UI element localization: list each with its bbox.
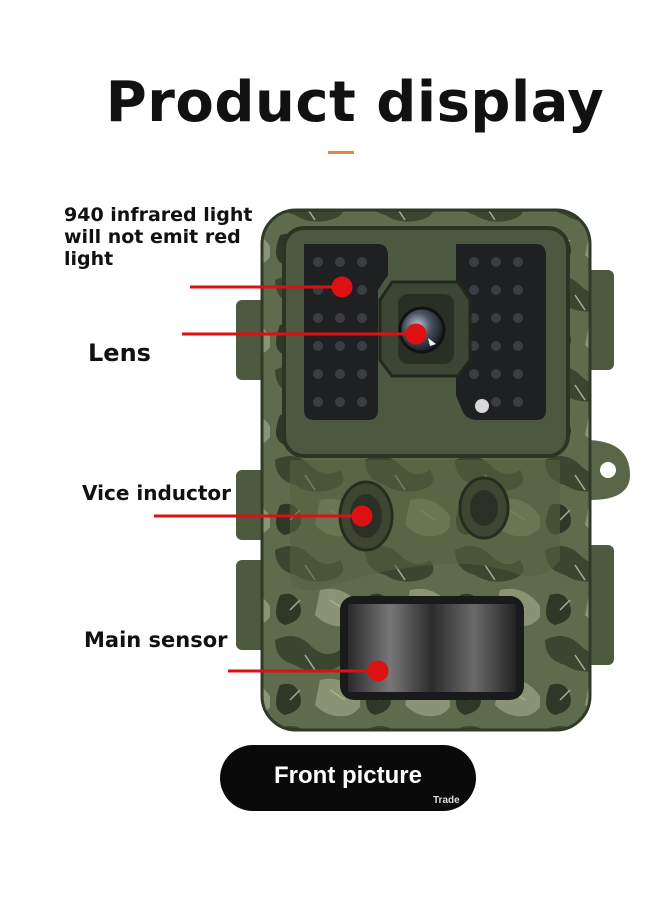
front-picture-button[interactable]: Front picture Trade <box>220 745 476 811</box>
front-picture-label: Front picture <box>274 762 422 789</box>
callout-pointers <box>154 276 427 682</box>
callout-infrared-light: 940 infrared light will not emit red lig… <box>64 204 253 270</box>
trade-text-fragment: Trade <box>433 795 460 806</box>
page-title: Product display <box>105 70 605 135</box>
callout-lens: Lens <box>88 339 151 367</box>
main-pir-sensor <box>340 596 524 700</box>
callout-main-sensor: Main sensor <box>84 628 228 652</box>
title-accent-rule <box>328 151 354 154</box>
callout-vice-inductor: Vice inductor <box>82 481 232 505</box>
